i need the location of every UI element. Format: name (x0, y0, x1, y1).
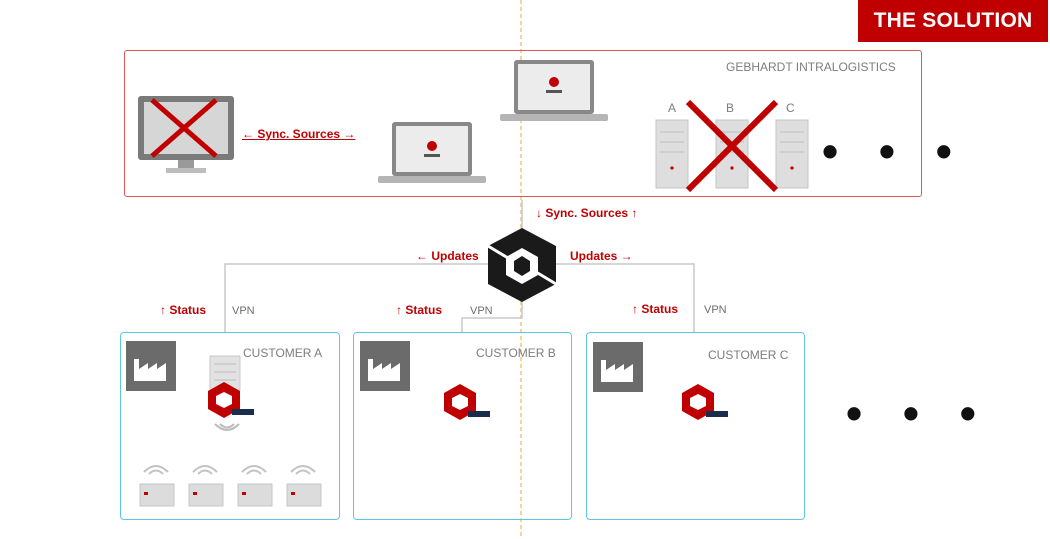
sync-sources-left: ← Sync. Sources → (242, 127, 356, 141)
device-row-icon (139, 465, 322, 507)
node-hexagon-icon (208, 382, 254, 418)
customer-c-title: CUSTOMER C (708, 348, 789, 362)
customer-b-vpn: VPN (470, 305, 493, 317)
crossed-monitor-icon (138, 96, 234, 173)
crossed-servers-icon (655, 99, 809, 193)
factory-icon (360, 341, 410, 391)
laptop-icon (378, 122, 486, 183)
factory-icon (593, 342, 643, 392)
updates-right: Updates → (570, 249, 633, 263)
more-sources: • • • (822, 125, 966, 177)
node-hexagon-icon (682, 384, 728, 420)
customer-b-box (353, 332, 572, 520)
factory-icon (126, 341, 176, 391)
updates-left: ← Updates (416, 249, 479, 263)
gebhardt-box (124, 50, 922, 197)
server-label-b: B (726, 101, 735, 115)
customer-b-status: ↑ Status (396, 303, 443, 317)
server-label-c: C (786, 101, 795, 115)
customer-a-box (120, 332, 340, 520)
laptop-icon (500, 60, 608, 121)
customer-a-status: ↑ Status (160, 303, 207, 317)
node-hexagon-icon (444, 384, 490, 420)
server-label-a: A (668, 101, 677, 115)
customer-c-status: ↑ Status (632, 302, 679, 316)
more-customers: • • • (846, 387, 990, 439)
customer-b-title: CUSTOMER B (476, 346, 556, 360)
wifi-icon (214, 423, 240, 431)
customer-a-title: CUSTOMER A (243, 346, 323, 360)
customer-a-vpn: VPN (232, 305, 255, 317)
title-badge: THE SOLUTION (858, 0, 1048, 42)
hub-hexagon-icon (487, 228, 557, 302)
customer-c-vpn: VPN (704, 304, 727, 316)
gebhardt-title: GEBHARDT INTRALOGISTICS (726, 60, 896, 74)
sync-sources-down: ↓ Sync. Sources ↑ (536, 206, 638, 220)
customer-c-box (586, 332, 805, 520)
